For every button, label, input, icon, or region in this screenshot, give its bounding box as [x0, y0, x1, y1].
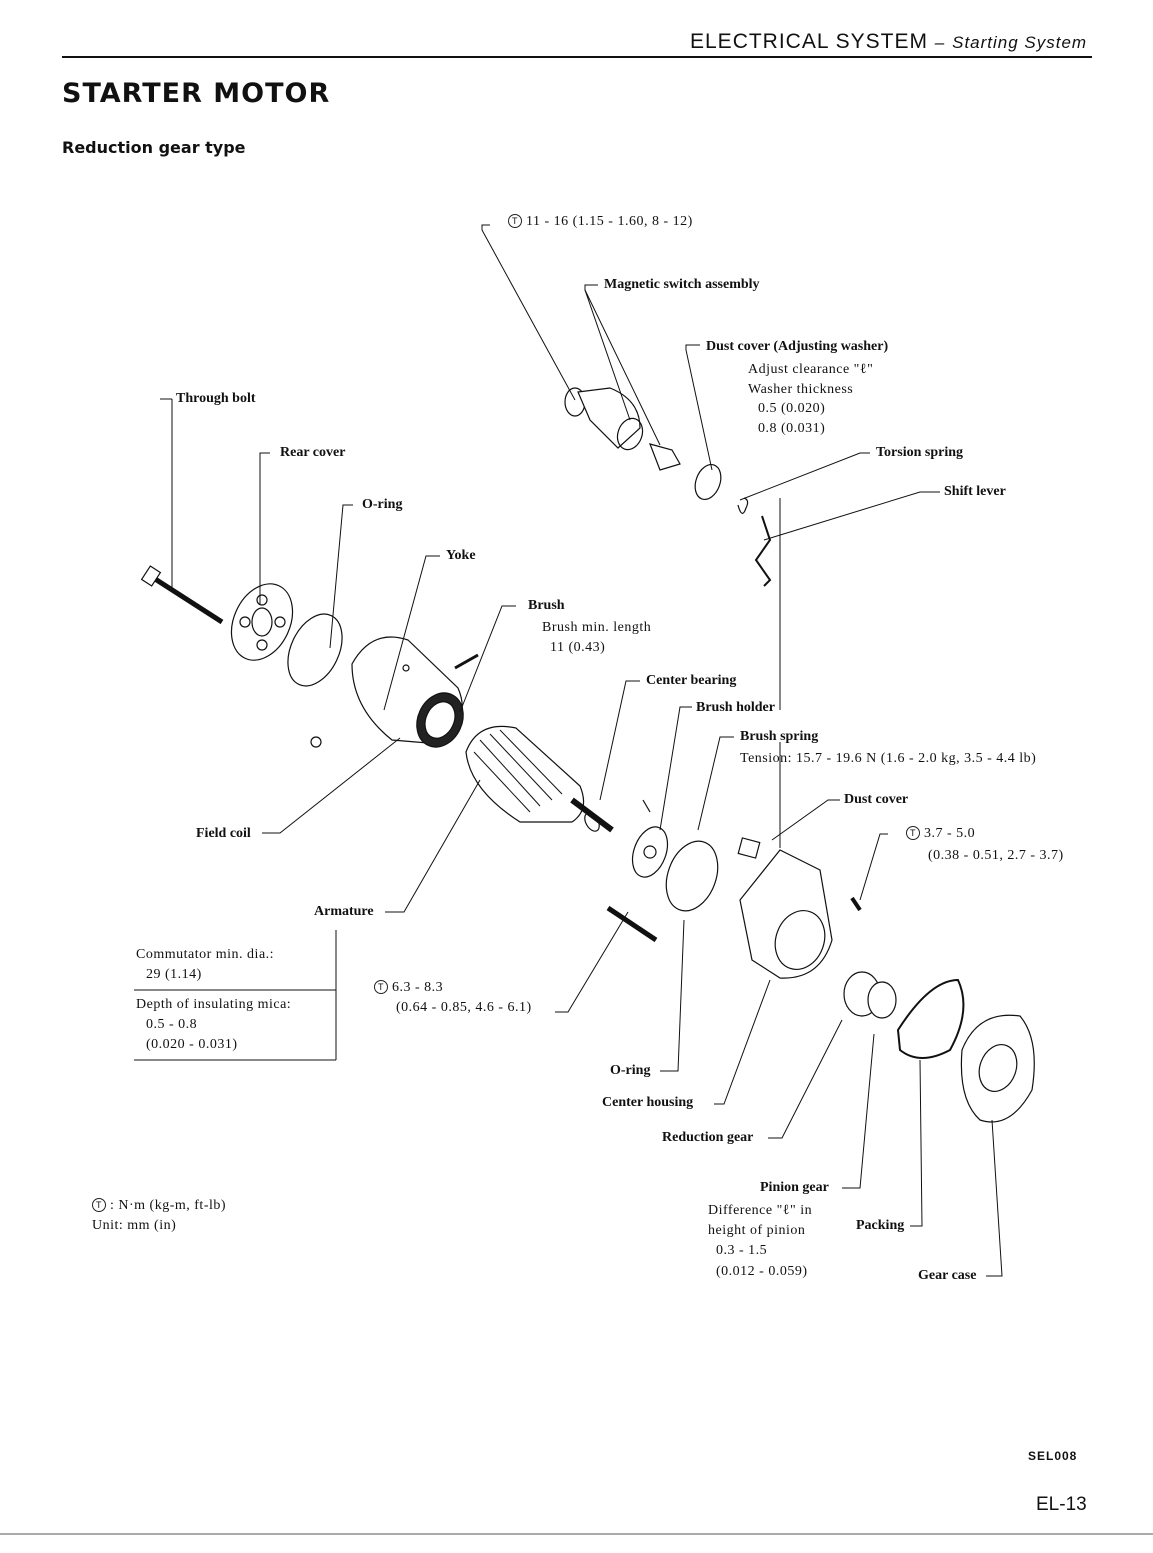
armature-label: Armature	[314, 904, 374, 919]
torsion-spring-part	[737, 497, 749, 514]
torque-icon: T	[92, 1198, 106, 1212]
o-ring-rear-part	[287, 613, 343, 687]
page-subtitle: Reduction gear type	[62, 138, 246, 157]
dust-cover-label: Dust cover	[844, 792, 909, 807]
yoke-part	[310, 636, 479, 748]
torque-icon: T	[906, 826, 920, 840]
magnetic-switch-label: Magnetic switch assembly	[604, 277, 760, 292]
shift-lever-label: Shift lever	[944, 484, 1006, 499]
commutator-value: 29 (1.14)	[146, 967, 202, 982]
figure-code: SEL008	[1028, 1449, 1078, 1463]
legend-torque: T: N·m (kg-m, ft-lb)	[92, 1198, 226, 1214]
torque-mid-value: (0.64 - 0.85, 4.6 - 6.1)	[396, 1000, 532, 1015]
page-number: EL-13	[1036, 1494, 1087, 1515]
subsection-name: Starting System	[952, 33, 1088, 52]
torque-icon: T	[508, 214, 522, 228]
o-ring-rear-label: O-ring	[362, 497, 403, 512]
washer-value-2: 0.8 (0.031)	[758, 421, 826, 436]
dust-cover-part	[737, 837, 761, 859]
pinion-difference-label-1: Difference "ℓ" in	[708, 1203, 813, 1218]
adjust-clearance-label: Adjust clearance "ℓ"	[748, 362, 874, 377]
pinion-difference-value-1: 0.3 - 1.5	[716, 1243, 768, 1258]
commutator-label: Commutator min. dia.:	[136, 947, 275, 962]
depth-mica-label: Depth of insulating mica:	[136, 997, 292, 1012]
shift-lever-part	[754, 515, 772, 587]
leader-lines	[134, 224, 1003, 1277]
gear-case-label: Gear case	[918, 1268, 977, 1283]
rear-cover-label: Rear cover	[280, 445, 346, 460]
depth-mica-value-2: (0.020 - 0.031)	[146, 1037, 238, 1052]
center-bolt-part	[606, 905, 658, 943]
center-housing-part	[739, 849, 862, 979]
o-ring-center-part	[665, 840, 719, 912]
rear-cover-part	[230, 583, 294, 661]
brush-min-length-label: Brush min. length	[542, 620, 652, 635]
brush-label: Brush	[528, 598, 565, 613]
section-name: ELECTRICAL SYSTEM	[690, 30, 928, 53]
through-bolt-part	[140, 565, 224, 625]
adjusting-washer-part	[694, 463, 722, 501]
brush-spring-label: Brush spring	[740, 729, 819, 744]
gear-case-part	[960, 1014, 1035, 1123]
packing-part	[896, 978, 965, 1059]
center-bearing-label: Center bearing	[646, 673, 737, 688]
washer-value-1: 0.5 (0.020)	[758, 401, 826, 416]
magnetic-switch-part	[564, 387, 681, 471]
washer-thickness-label: Washer thickness	[748, 382, 854, 397]
section-title: ELECTRICAL SYSTEM – Starting System	[690, 30, 1087, 54]
depth-mica-value-1: 0.5 - 0.8	[146, 1017, 198, 1032]
legend-unit: Unit: mm (in)	[92, 1218, 177, 1233]
dust-cover-adjusting-label: Dust cover (Adjusting washer)	[706, 339, 889, 354]
packing-label: Packing	[856, 1218, 905, 1233]
yoke-label: Yoke	[446, 548, 476, 563]
header-dash: –	[934, 33, 946, 52]
pinion-difference-value-2: (0.012 - 0.059)	[716, 1264, 808, 1279]
page-title: STARTER MOTOR	[62, 78, 331, 109]
brush-holder-part	[631, 799, 669, 878]
armature-part	[465, 725, 614, 833]
pinion-gear-label: Pinion gear	[760, 1180, 829, 1195]
brush-spring-tension: Tension: 15.7 - 19.6 N (1.6 - 2.0 kg, 3.…	[740, 751, 1037, 766]
pinion-difference-label-2: height of pinion	[708, 1223, 806, 1238]
torsion-spring-label: Torsion spring	[876, 445, 964, 460]
torque-right-value: (0.38 - 0.51, 2.7 - 3.7)	[928, 848, 1064, 863]
brush-holder-label: Brush holder	[696, 700, 775, 715]
through-bolt-label: Through bolt	[176, 391, 256, 406]
reduction-gear-label: Reduction gear	[662, 1130, 754, 1145]
field-coil-label: Field coil	[196, 826, 251, 841]
center-housing-label: Center housing	[602, 1095, 694, 1110]
brush-min-length-value: 11 (0.43)	[550, 640, 606, 655]
torque-icon: T	[374, 980, 388, 994]
reduction-gear-part	[843, 971, 897, 1019]
o-ring-center-label: O-ring	[610, 1063, 651, 1078]
